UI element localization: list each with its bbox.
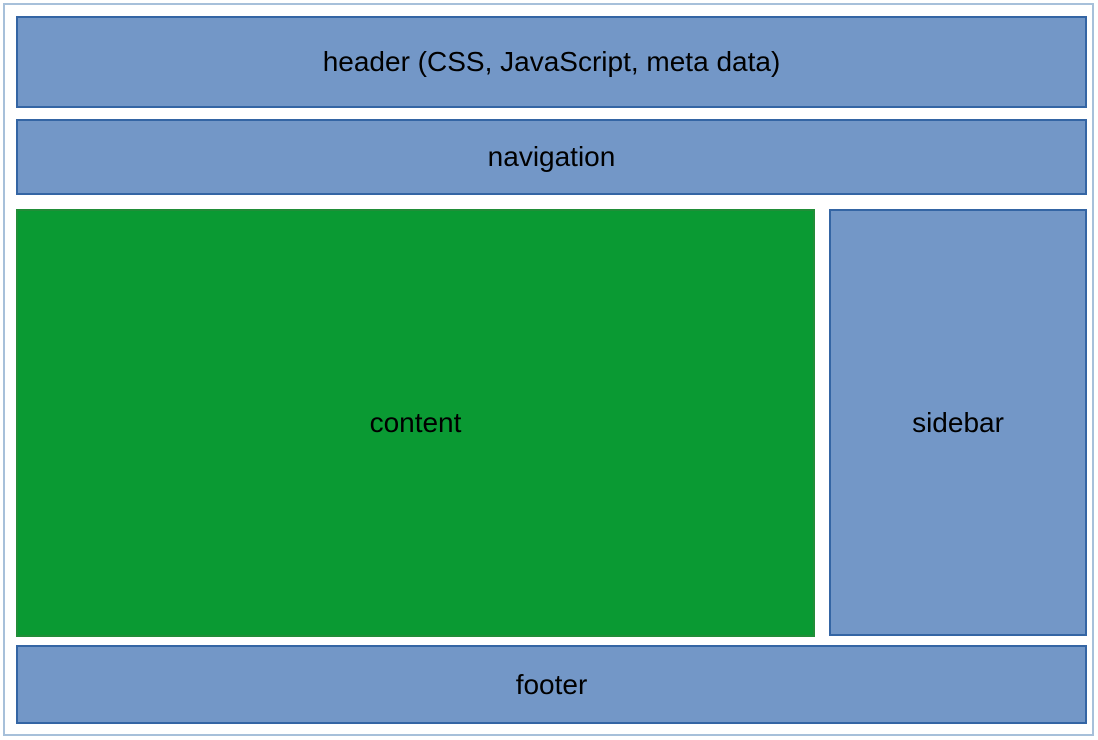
sidebar-block: sidebar — [829, 209, 1087, 636]
page-outline-frame: header (CSS, JavaScript, meta data) navi… — [3, 3, 1094, 736]
header-block-label: header (CSS, JavaScript, meta data) — [322, 46, 781, 77]
header-block: header (CSS, JavaScript, meta data) — [16, 16, 1087, 108]
sidebar-block-label: sidebar — [912, 406, 1004, 438]
navigation-block-label: navigation — [487, 141, 616, 172]
footer-block-label: footer — [515, 668, 588, 700]
footer-block: footer — [16, 645, 1087, 724]
navigation-block: navigation — [16, 119, 1087, 195]
content-block: content — [16, 209, 815, 637]
content-block-label: content — [369, 407, 462, 438]
